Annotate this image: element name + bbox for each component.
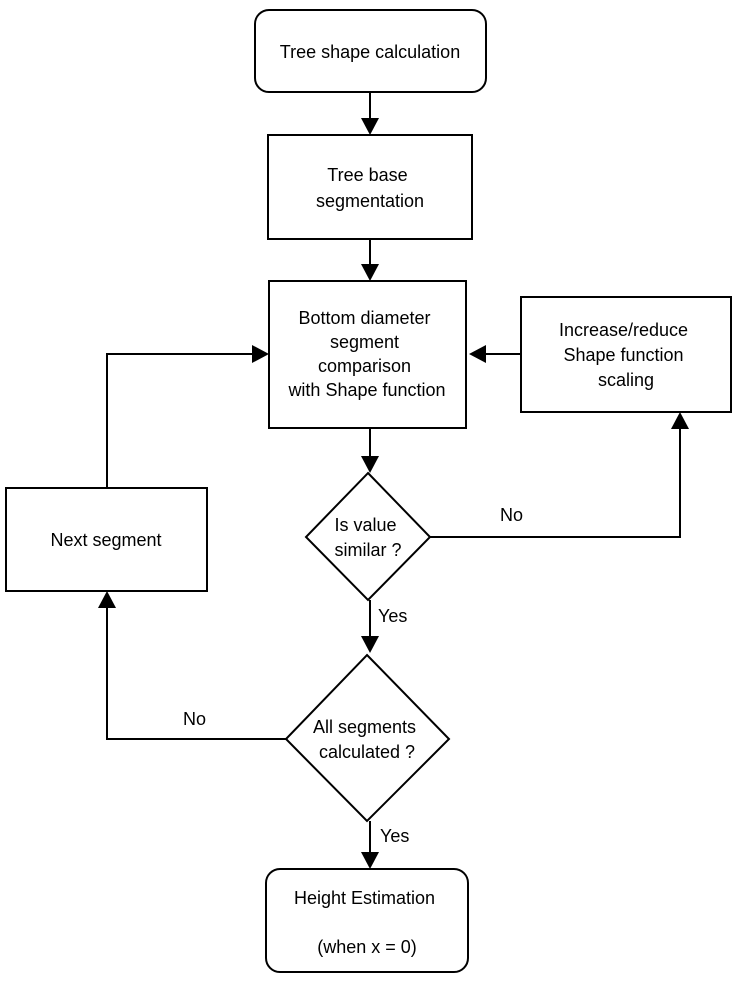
arrowhead: [469, 345, 486, 363]
arrowhead: [98, 591, 116, 608]
comparison-process: [268, 280, 467, 429]
node-height: Height Estimation (when x = 0): [265, 868, 469, 973]
scaling-label: Increase/reduce Shape function scaling: [559, 320, 693, 390]
arrowhead: [252, 345, 269, 363]
node-start: Tree shape calculation: [254, 9, 487, 93]
similar-yes-label: Yes: [378, 606, 407, 626]
node-scaling: Increase/reduce Shape function scaling: [520, 296, 732, 413]
edge-labels: No Yes No Yes: [183, 505, 523, 846]
height-terminal: [265, 868, 469, 973]
edges: [98, 92, 689, 869]
start-label: Tree shape calculation: [280, 42, 460, 62]
height-label: Height Estimation (when x = 0): [294, 888, 440, 957]
arrowhead: [361, 264, 379, 281]
edge-all-no-to-next: [106, 604, 286, 740]
all-segments-decision: [284, 653, 451, 823]
arrowhead: [361, 118, 379, 135]
edge-next-to-comparison: [106, 353, 256, 488]
next-segment-label: Next segment: [50, 530, 161, 550]
node-next-segment: Next segment: [5, 487, 208, 592]
segmentation-process: [267, 134, 473, 240]
next-segment-process: [5, 487, 208, 592]
node-similar: Is value similar ?: [304, 471, 432, 602]
node-segmentation: Tree base segmentation: [267, 134, 473, 240]
arrowhead: [671, 412, 689, 429]
arrowhead: [361, 456, 379, 473]
similar-label: Is value similar ?: [334, 515, 401, 560]
comparison-label: Bottom diameter segment comparison with …: [287, 308, 445, 400]
arrowhead: [361, 636, 379, 653]
node-comparison: Bottom diameter segment comparison with …: [268, 280, 467, 429]
edge-similar-no-to-scaling: [430, 425, 681, 538]
all-no-label: No: [183, 709, 206, 729]
scaling-process: [520, 296, 732, 413]
all-yes-label: Yes: [380, 826, 409, 846]
similar-decision: [304, 471, 432, 602]
arrowhead: [361, 852, 379, 869]
segmentation-label: Tree base segmentation: [316, 165, 424, 211]
similar-no-label: No: [500, 505, 523, 525]
all-segments-label: All segments calculated ?: [313, 717, 421, 762]
node-all-segments: All segments calculated ?: [284, 653, 451, 823]
start-terminal: [254, 9, 487, 93]
